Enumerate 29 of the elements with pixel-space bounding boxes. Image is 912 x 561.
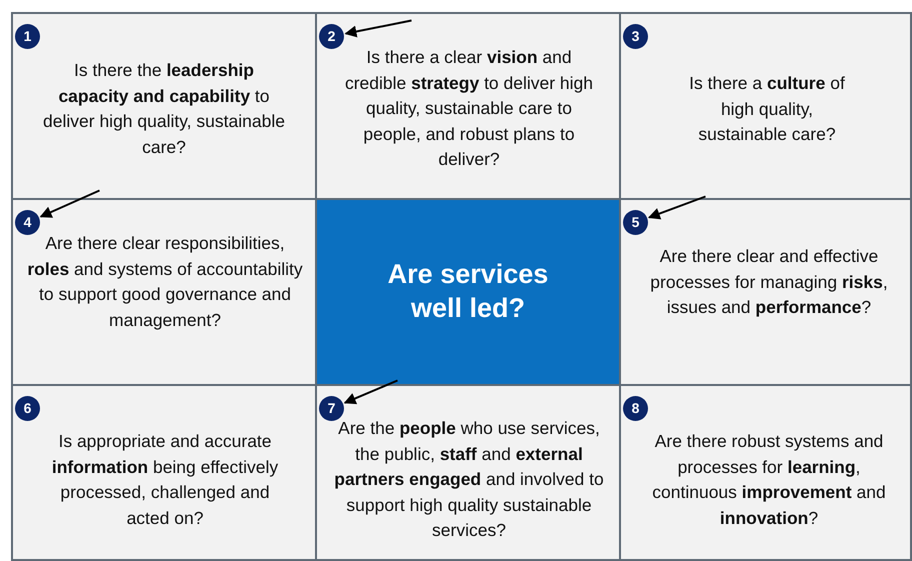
question-text: Are there robust systems and processes for learning, continuous improvement and innovation? xyxy=(651,430,887,530)
number-badge: 7 xyxy=(319,396,344,421)
question-text: Are there clear and effective processes for managing risks, issues and performance? xyxy=(649,245,889,319)
question-text: Is there a culture of high quality, sustainable care? xyxy=(688,72,846,146)
arrow xyxy=(40,190,100,218)
grid-cell xyxy=(11,384,317,561)
grid-cell xyxy=(11,198,317,386)
grid-cell xyxy=(619,198,912,386)
number-badge: 6 xyxy=(15,396,40,421)
question-text: Are there clear responsibilities, roles and systems of accountability to support good governance and management? xyxy=(27,232,303,332)
number-badge: 1 xyxy=(15,24,40,49)
grid-cell xyxy=(619,384,912,561)
grid-cell xyxy=(315,12,621,200)
arrow xyxy=(344,20,412,38)
question-text: Is there the leadership capacity and capability to deliver high quality, sustainable care? xyxy=(42,59,286,158)
number-badge: 3 xyxy=(623,24,648,49)
grid-cell xyxy=(619,12,912,200)
question-text: Is appropriate and accurate information being effectively processed, challenged and acted on? xyxy=(50,430,280,530)
arrow xyxy=(344,380,398,404)
number-badge: 8 xyxy=(623,396,648,421)
number-badge: 5 xyxy=(623,210,648,235)
center-cell xyxy=(315,198,621,386)
question-text: Is there a clear vision and credible strategy to deliver high quality, sustainable care to people, and robust plans to deliver? xyxy=(344,46,594,171)
number-badge: 2 xyxy=(319,24,344,49)
grid-cell xyxy=(11,12,317,200)
number-badge: 4 xyxy=(15,210,40,235)
grid-cell xyxy=(315,384,621,561)
arrow xyxy=(648,196,706,220)
heading-text: Are services well led? xyxy=(386,258,550,325)
